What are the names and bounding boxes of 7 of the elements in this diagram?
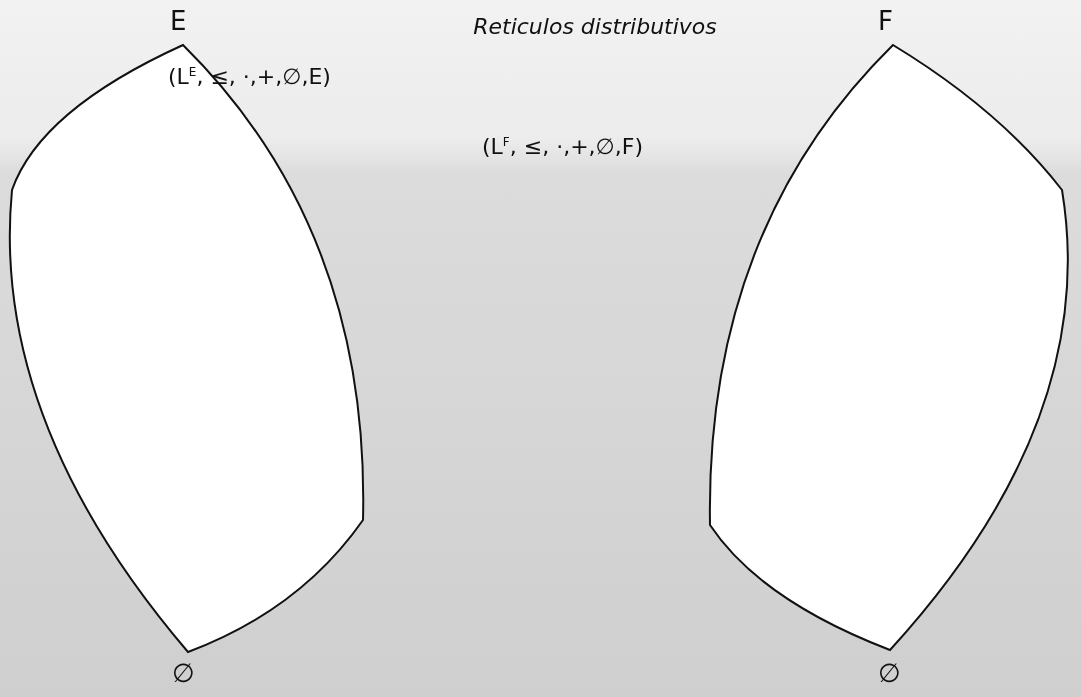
lattice-tuple: (L$^{F}$, ≤, ·,+,∅,F): [482, 134, 643, 159]
vertex-label: ∅: [878, 660, 901, 686]
vertex-label: E: [170, 8, 187, 34]
lattice-tuple: (L$^{E}$, ≤, ·,+,∅,E): [168, 64, 331, 89]
vertex-label: ∅: [172, 660, 195, 686]
diagram-title: Reticulos distributivos: [472, 14, 718, 39]
vertex-label: F: [878, 8, 893, 34]
